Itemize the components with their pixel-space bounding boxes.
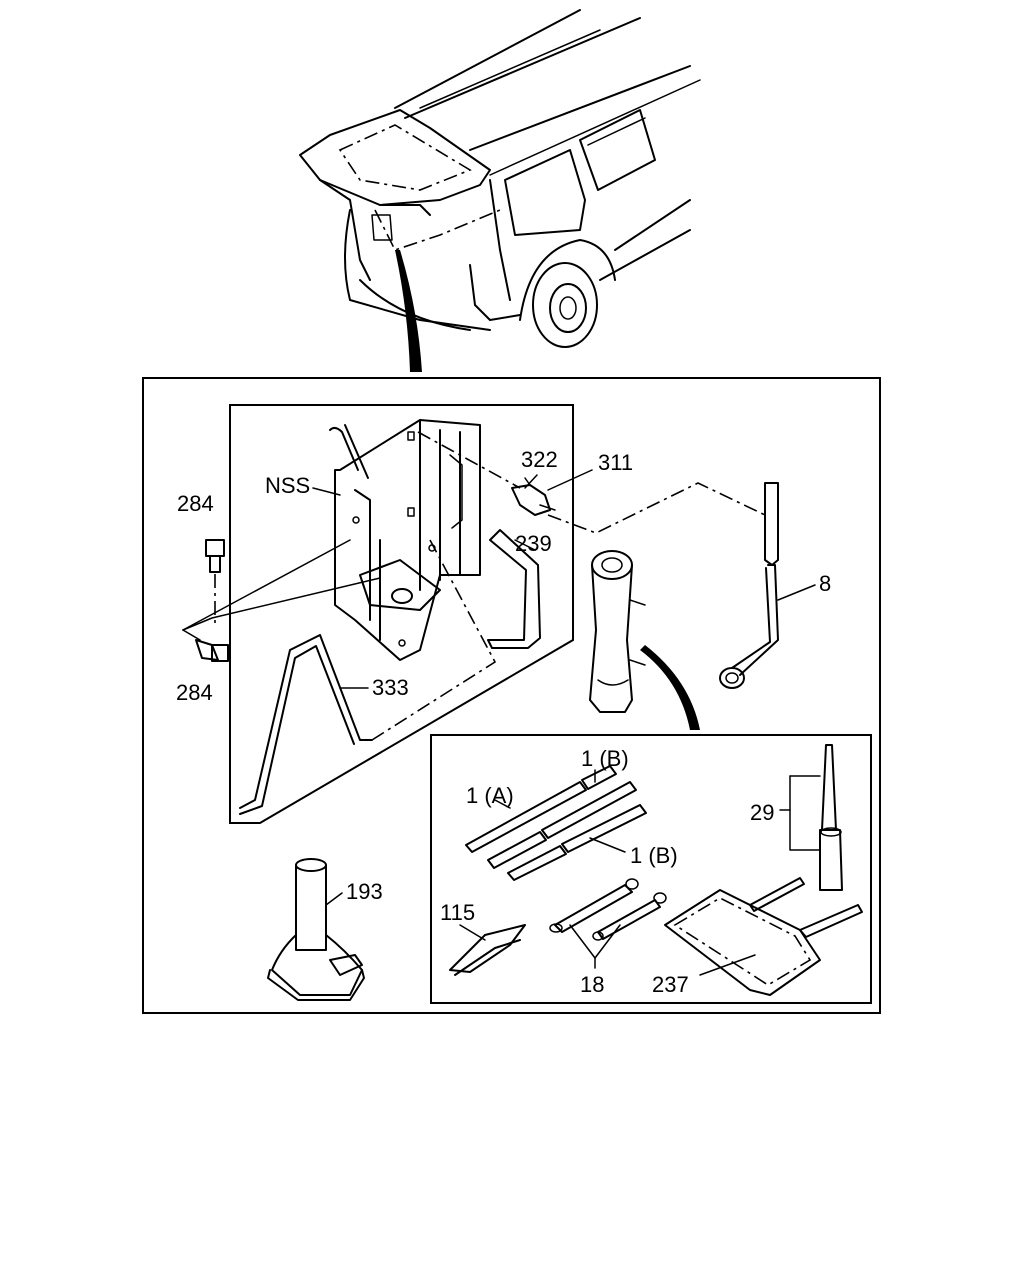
- label-333: 333: [372, 675, 409, 700]
- label-193: 193: [346, 879, 383, 904]
- part-labels: NSS 322 311 284 239 8 284 333 1 (A) 1 (B…: [176, 447, 831, 997]
- rod-239: [487, 529, 541, 649]
- rod-333: [239, 634, 373, 815]
- lug-wrench-8: [719, 482, 779, 689]
- vehicle-illustration: [299, 9, 701, 372]
- extension-rods: [465, 765, 647, 881]
- label-239: 239: [515, 531, 552, 556]
- jack-193: [267, 858, 365, 1001]
- label-1a: 1 (A): [466, 783, 514, 808]
- label-322: 322: [521, 447, 558, 472]
- clip-322: [511, 477, 556, 516]
- label-29: 29: [750, 800, 774, 825]
- tool-bracket: [329, 419, 481, 661]
- tool-bag-237: [664, 877, 863, 996]
- label-18: 18: [580, 972, 604, 997]
- bracket-panel: [229, 404, 574, 824]
- label-284-top: 284: [177, 491, 214, 516]
- wrenches-18: [549, 878, 667, 941]
- outer-frame: [142, 377, 881, 1014]
- label-1b-top: 1 (B): [581, 746, 629, 771]
- bolt-284-top: [205, 539, 225, 573]
- tool-kit-box: [430, 734, 872, 1004]
- label-284-bottom: 284: [176, 680, 213, 705]
- label-237: 237: [652, 972, 689, 997]
- label-311: 311: [598, 450, 633, 475]
- label-nss: NSS: [265, 473, 310, 498]
- label-1b-mid: 1 (B): [630, 843, 678, 868]
- screwdriver-29: [819, 744, 843, 891]
- label-8: 8: [819, 571, 831, 596]
- pliers-115: [449, 924, 526, 976]
- label-115: 115: [440, 900, 475, 925]
- rolled-tool-bag: [589, 550, 700, 730]
- bolt-284-bottom: [195, 639, 229, 662]
- leader-lines: [182, 431, 821, 976]
